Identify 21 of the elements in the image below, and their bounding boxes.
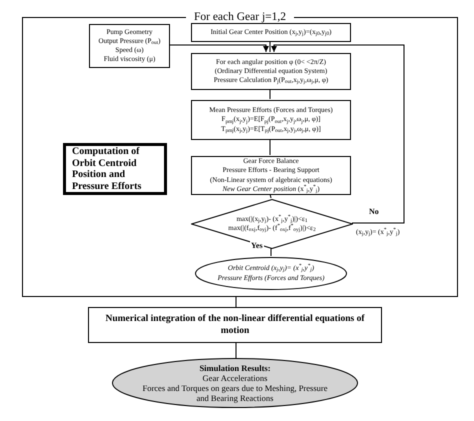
edge-label: Yes xyxy=(250,241,264,251)
edge-label: No xyxy=(368,207,380,217)
node-text: Forces and Torques on gears due to Meshing, Pressure and Bearing Reactions xyxy=(141,383,329,403)
process-box xyxy=(191,53,351,90)
ellipse-node xyxy=(195,257,347,290)
connector xyxy=(270,248,272,256)
process-box xyxy=(191,156,351,195)
process-box xyxy=(191,23,351,42)
heading-box xyxy=(63,143,167,195)
node-text: Simulation Results: xyxy=(198,363,272,373)
connector xyxy=(168,44,269,52)
process-box xyxy=(89,24,170,68)
node-text: Numerical integration of the non-linear differential equations of motion xyxy=(104,313,366,337)
connector xyxy=(271,44,404,224)
process-box xyxy=(191,100,351,140)
node-text: Gear Accelerations xyxy=(202,373,268,383)
ellipse-node xyxy=(112,358,358,408)
process-box xyxy=(88,307,382,343)
frame-title: For each Gear j=1,2 xyxy=(186,10,294,24)
heading-text: Computation of Orbit Centroid Position and Pressure Efforts xyxy=(72,146,142,192)
decision-diamond xyxy=(191,199,353,249)
